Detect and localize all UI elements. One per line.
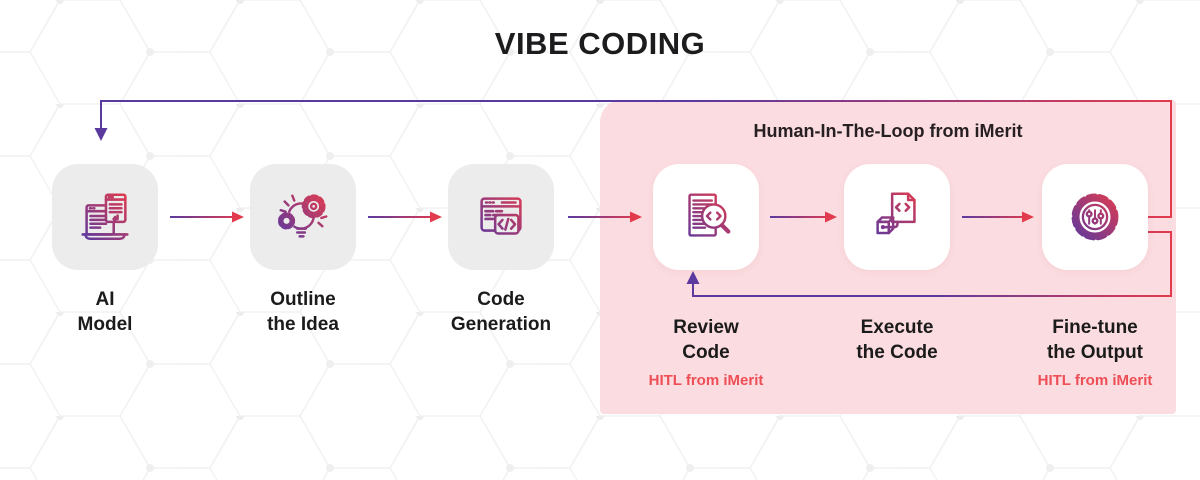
step-label-line1: Fine-tune [1052, 317, 1138, 338]
browser-code-icon [480, 197, 522, 235]
step-card [250, 164, 356, 270]
step-hitl-subtitle: HITL from iMerit [1037, 372, 1153, 390]
step-label-line1: Code [477, 289, 525, 310]
hitl-region-header: Human-In-The-Loop from iMerit [753, 121, 1023, 141]
step-execute-code: Execute the Code [817, 164, 977, 365]
loop-to-review-code-arrowhead [686, 271, 700, 284]
loop-to-review-code-line [692, 231, 1172, 297]
step-card [1042, 164, 1148, 270]
step-label: Review Code [673, 315, 738, 365]
document-magnifier-icon [688, 193, 731, 237]
step-label: Execute the Code [856, 315, 937, 365]
step-outline-idea: Outline the Idea [223, 164, 383, 337]
step-label: Code Generation [451, 287, 551, 337]
step-label-line1: AI [95, 289, 115, 310]
step-hitl-subtitle: HITL from iMerit [648, 372, 764, 390]
step-label-line1: Execute [860, 317, 934, 338]
step-label-line2: Generation [450, 314, 552, 336]
page-title: VIBE CODING [494, 26, 706, 61]
step-arrowheads [232, 211, 1034, 223]
step-label-line1: Outline [270, 289, 336, 310]
step-label: Outline the Idea [267, 287, 339, 337]
step-label-line2: the Output [1046, 342, 1144, 364]
step-label-line2: the Idea [267, 314, 339, 336]
step-label: Fine-tune the Output [1047, 315, 1143, 365]
loop-to-ai-model-line [100, 100, 1172, 218]
step-fine-tune-output: Fine-tune the Output HITL from iMerit [1015, 164, 1175, 389]
step-label-line2: Code [682, 342, 730, 364]
step-label: AI Model [78, 287, 133, 337]
laptop-documents-icon [81, 193, 129, 241]
step-card [52, 164, 158, 270]
step-label-line2: the Code [856, 342, 938, 364]
step-card [844, 164, 950, 270]
bulb-gears-icon [277, 194, 328, 238]
step-label-line2: Model [77, 314, 133, 336]
step-code-generation: Code Generation [421, 164, 581, 337]
step-card [653, 164, 759, 270]
step-review-code: Review Code HITL from iMerit [626, 164, 786, 389]
gear-sliders-icon [1071, 193, 1119, 241]
loop-to-ai-model-arrowhead [94, 128, 108, 141]
step-card [448, 164, 554, 270]
step-ai-model: AI Model [25, 164, 185, 337]
document-cube-icon [876, 192, 916, 235]
step-label-line1: Review [673, 317, 739, 338]
